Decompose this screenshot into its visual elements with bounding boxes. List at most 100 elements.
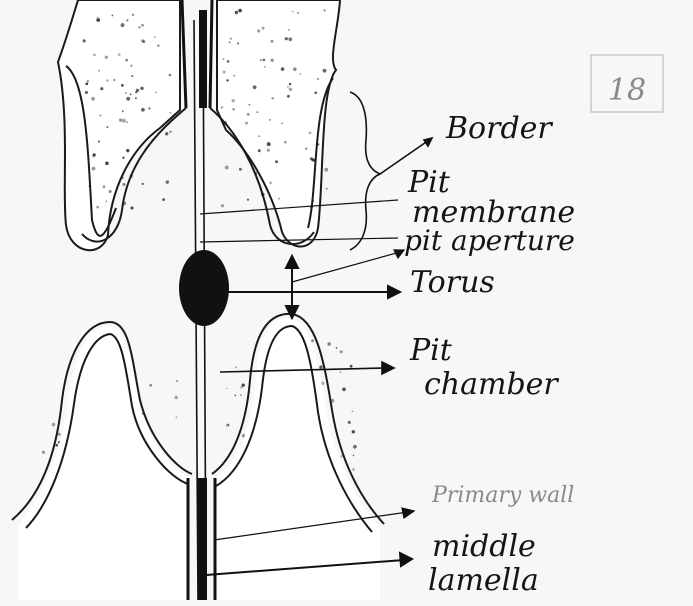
stipple-dot bbox=[149, 384, 152, 387]
stipple-dot bbox=[148, 107, 150, 109]
stipple-dot bbox=[230, 38, 232, 40]
stipple-dot bbox=[352, 411, 354, 413]
stipple-dot bbox=[269, 119, 271, 121]
stipple-dot bbox=[223, 58, 225, 60]
stipple-dot bbox=[353, 455, 355, 457]
stipple-dot bbox=[327, 342, 330, 345]
upper-left-wall bbox=[58, 0, 180, 250]
stipple-dot bbox=[135, 97, 137, 99]
stipple-dot bbox=[233, 75, 235, 77]
label-pit-aperture: pit aperture bbox=[404, 224, 575, 257]
stipple-dot bbox=[155, 92, 157, 94]
label-pit-chamber-line1: Pit bbox=[409, 333, 453, 368]
stipple-dot bbox=[157, 45, 159, 47]
stipple-dot bbox=[237, 42, 239, 44]
torus-arrow bbox=[226, 286, 400, 298]
stipple-dot bbox=[232, 108, 235, 111]
stipple-dot bbox=[324, 168, 328, 172]
stipple-dot bbox=[326, 188, 328, 190]
stipple-dot bbox=[229, 41, 231, 43]
stipple-dot bbox=[262, 27, 265, 30]
stipple-dot bbox=[263, 59, 265, 61]
stipple-dot bbox=[103, 185, 106, 188]
stipple-dot bbox=[234, 394, 236, 396]
stipple-dot bbox=[121, 84, 124, 87]
stipple-dot bbox=[269, 182, 272, 185]
stipple-dot bbox=[247, 199, 249, 201]
svg-text:18: 18 bbox=[608, 73, 646, 108]
stipple-dot bbox=[42, 451, 45, 454]
stipple-dot bbox=[297, 12, 299, 14]
stipple-dot bbox=[106, 126, 108, 128]
stipple-dot bbox=[98, 70, 100, 72]
stipple-dot bbox=[323, 69, 327, 73]
stipple-dot bbox=[147, 137, 149, 139]
stipple-dot bbox=[83, 39, 86, 42]
stipple-dot bbox=[319, 365, 322, 368]
stipple-dot bbox=[223, 71, 226, 74]
stipple-dot bbox=[289, 88, 293, 92]
stipple-dot bbox=[100, 87, 103, 90]
stipple-dot bbox=[340, 371, 342, 373]
stipple-dot bbox=[174, 396, 178, 400]
stipple-dot bbox=[97, 17, 99, 19]
stipple-dot bbox=[130, 93, 132, 95]
stipple-dot bbox=[271, 40, 274, 43]
stipple-dot bbox=[260, 59, 262, 61]
stipple-dot bbox=[348, 421, 351, 424]
stipple-dot bbox=[176, 380, 178, 382]
stipple-dot bbox=[96, 206, 99, 209]
stipple-dot bbox=[342, 387, 346, 391]
stipple-dot bbox=[305, 148, 307, 150]
stipple-dot bbox=[121, 23, 125, 27]
stipple-dot bbox=[119, 119, 122, 122]
stipple-dot bbox=[258, 149, 261, 152]
stipple-dot bbox=[267, 142, 271, 146]
stipple-dot bbox=[247, 113, 250, 116]
stipple-dot bbox=[293, 67, 297, 71]
stipple-dot bbox=[56, 444, 59, 447]
stipple-dot bbox=[226, 388, 228, 390]
stipple-dot bbox=[288, 29, 290, 31]
label-middle-lamella-line2: lamella bbox=[428, 563, 539, 598]
stipple-dot bbox=[284, 141, 287, 144]
stipple-dot bbox=[289, 83, 291, 85]
stipple-dot bbox=[258, 135, 260, 137]
stipple-dot bbox=[336, 347, 338, 349]
lower-left-wall bbox=[12, 322, 192, 600]
stipple-dot bbox=[132, 14, 134, 16]
label-middle-lamella-line1: middle bbox=[432, 529, 536, 564]
stipple-dot bbox=[166, 180, 169, 183]
stipple-dot bbox=[165, 132, 168, 135]
stipple-dot bbox=[140, 87, 143, 90]
stipple-dot bbox=[105, 56, 108, 59]
stipple-dot bbox=[352, 468, 354, 470]
stipple-dot bbox=[131, 206, 134, 209]
label-torus: Torus bbox=[410, 265, 495, 300]
stipple-dot bbox=[130, 65, 132, 67]
stipple-dot bbox=[99, 114, 101, 116]
stipple-dot bbox=[350, 365, 353, 368]
stipple-dot bbox=[264, 66, 266, 68]
stipple-dot bbox=[271, 97, 274, 100]
stipple-dot bbox=[221, 204, 224, 207]
stipple-dot bbox=[278, 198, 280, 200]
pit-aperture-double-arrow bbox=[286, 256, 298, 318]
stipple-dot bbox=[227, 60, 230, 63]
stipple-dot bbox=[93, 153, 96, 156]
stipple-dot bbox=[170, 112, 172, 114]
stipple-dot bbox=[257, 111, 259, 113]
stipple-dot bbox=[323, 9, 325, 11]
stipple-dot bbox=[122, 119, 126, 123]
stipple-dot bbox=[239, 168, 242, 171]
stipple-dot bbox=[85, 82, 88, 85]
label-border: Border bbox=[445, 111, 553, 146]
stipple-dot bbox=[288, 37, 292, 41]
torus bbox=[179, 250, 229, 326]
stipple-dot bbox=[105, 162, 109, 166]
stipple-dot bbox=[85, 91, 88, 94]
stipple-dot bbox=[88, 185, 90, 187]
stipple-dot bbox=[162, 198, 165, 201]
